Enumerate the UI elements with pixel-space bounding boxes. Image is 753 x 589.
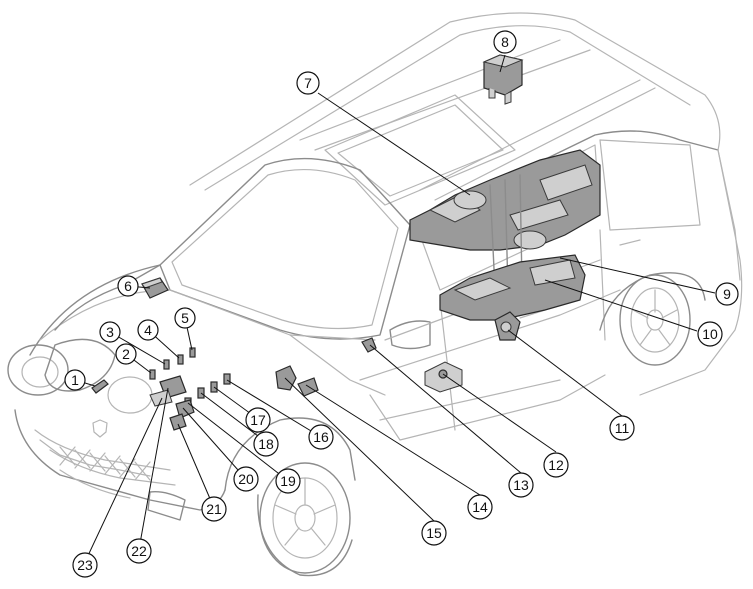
svg-text:5: 5 (181, 310, 189, 326)
callout-6: 6 (117, 275, 139, 297)
svg-text:4: 4 (144, 322, 152, 338)
callout-18: 18 (253, 431, 279, 457)
callout-21: 21 (201, 496, 227, 522)
part-16-20-sensors (175, 373, 231, 419)
callout-8: 8 (493, 30, 517, 54)
part-9-10-lower-tank (439, 254, 586, 321)
callout-14: 14 (467, 494, 493, 520)
svg-text:20: 20 (238, 471, 254, 487)
svg-text:22: 22 (131, 543, 147, 559)
svg-text:21: 21 (206, 501, 222, 517)
vehicle-outline (7, 12, 743, 577)
callout-15: 15 (421, 520, 447, 546)
svg-text:7: 7 (304, 75, 312, 91)
svg-text:12: 12 (548, 457, 564, 473)
svg-text:13: 13 (513, 477, 529, 493)
svg-text:14: 14 (472, 499, 488, 515)
svg-text:19: 19 (280, 473, 296, 489)
part-11-pump (494, 311, 521, 341)
callout-23: 23 (72, 552, 98, 578)
callout-20: 20 (233, 466, 259, 492)
callout-22: 22 (126, 538, 152, 564)
part-1-sensor (91, 379, 109, 394)
callout-10: 10 (697, 321, 723, 347)
part-13-connector (361, 337, 377, 353)
callout-19: 19 (275, 468, 301, 494)
svg-text:3: 3 (106, 324, 114, 340)
part-6-control-unit (141, 277, 169, 299)
svg-text:16: 16 (313, 429, 329, 445)
callout-2: 2 (115, 343, 137, 365)
svg-text:1: 1 (71, 372, 79, 388)
svg-text:2: 2 (122, 346, 130, 362)
svg-text:10: 10 (702, 326, 718, 342)
callout-13: 13 (508, 472, 534, 498)
callouts: 1 2 3 4 5 6 7 8 9 10 11 12 13 14 15 16 1… (64, 30, 739, 578)
svg-text:17: 17 (250, 412, 266, 428)
svg-text:11: 11 (615, 420, 630, 436)
svg-text:9: 9 (723, 286, 731, 302)
callout-12: 12 (543, 452, 569, 478)
svg-text:15: 15 (426, 525, 442, 541)
svg-text:8: 8 (501, 34, 509, 50)
svg-text:23: 23 (77, 557, 93, 573)
part-14-15-fender-parts (275, 365, 319, 397)
callout-17: 17 (245, 407, 271, 433)
callout-3: 3 (99, 321, 121, 343)
callout-16: 16 (308, 424, 334, 450)
part-12-bracket (424, 361, 463, 393)
callout-4: 4 (137, 319, 159, 341)
callout-5: 5 (174, 307, 196, 329)
callout-9: 9 (715, 282, 739, 306)
callout-1: 1 (64, 369, 86, 391)
svg-text:6: 6 (124, 278, 132, 294)
leader-lines (74, 54, 716, 563)
part-7-fuel-tank (409, 149, 601, 291)
svg-text:18: 18 (258, 436, 274, 452)
callout-11: 11 (609, 415, 635, 441)
part-2-5-sensors (149, 347, 196, 380)
callout-7: 7 (296, 71, 320, 95)
